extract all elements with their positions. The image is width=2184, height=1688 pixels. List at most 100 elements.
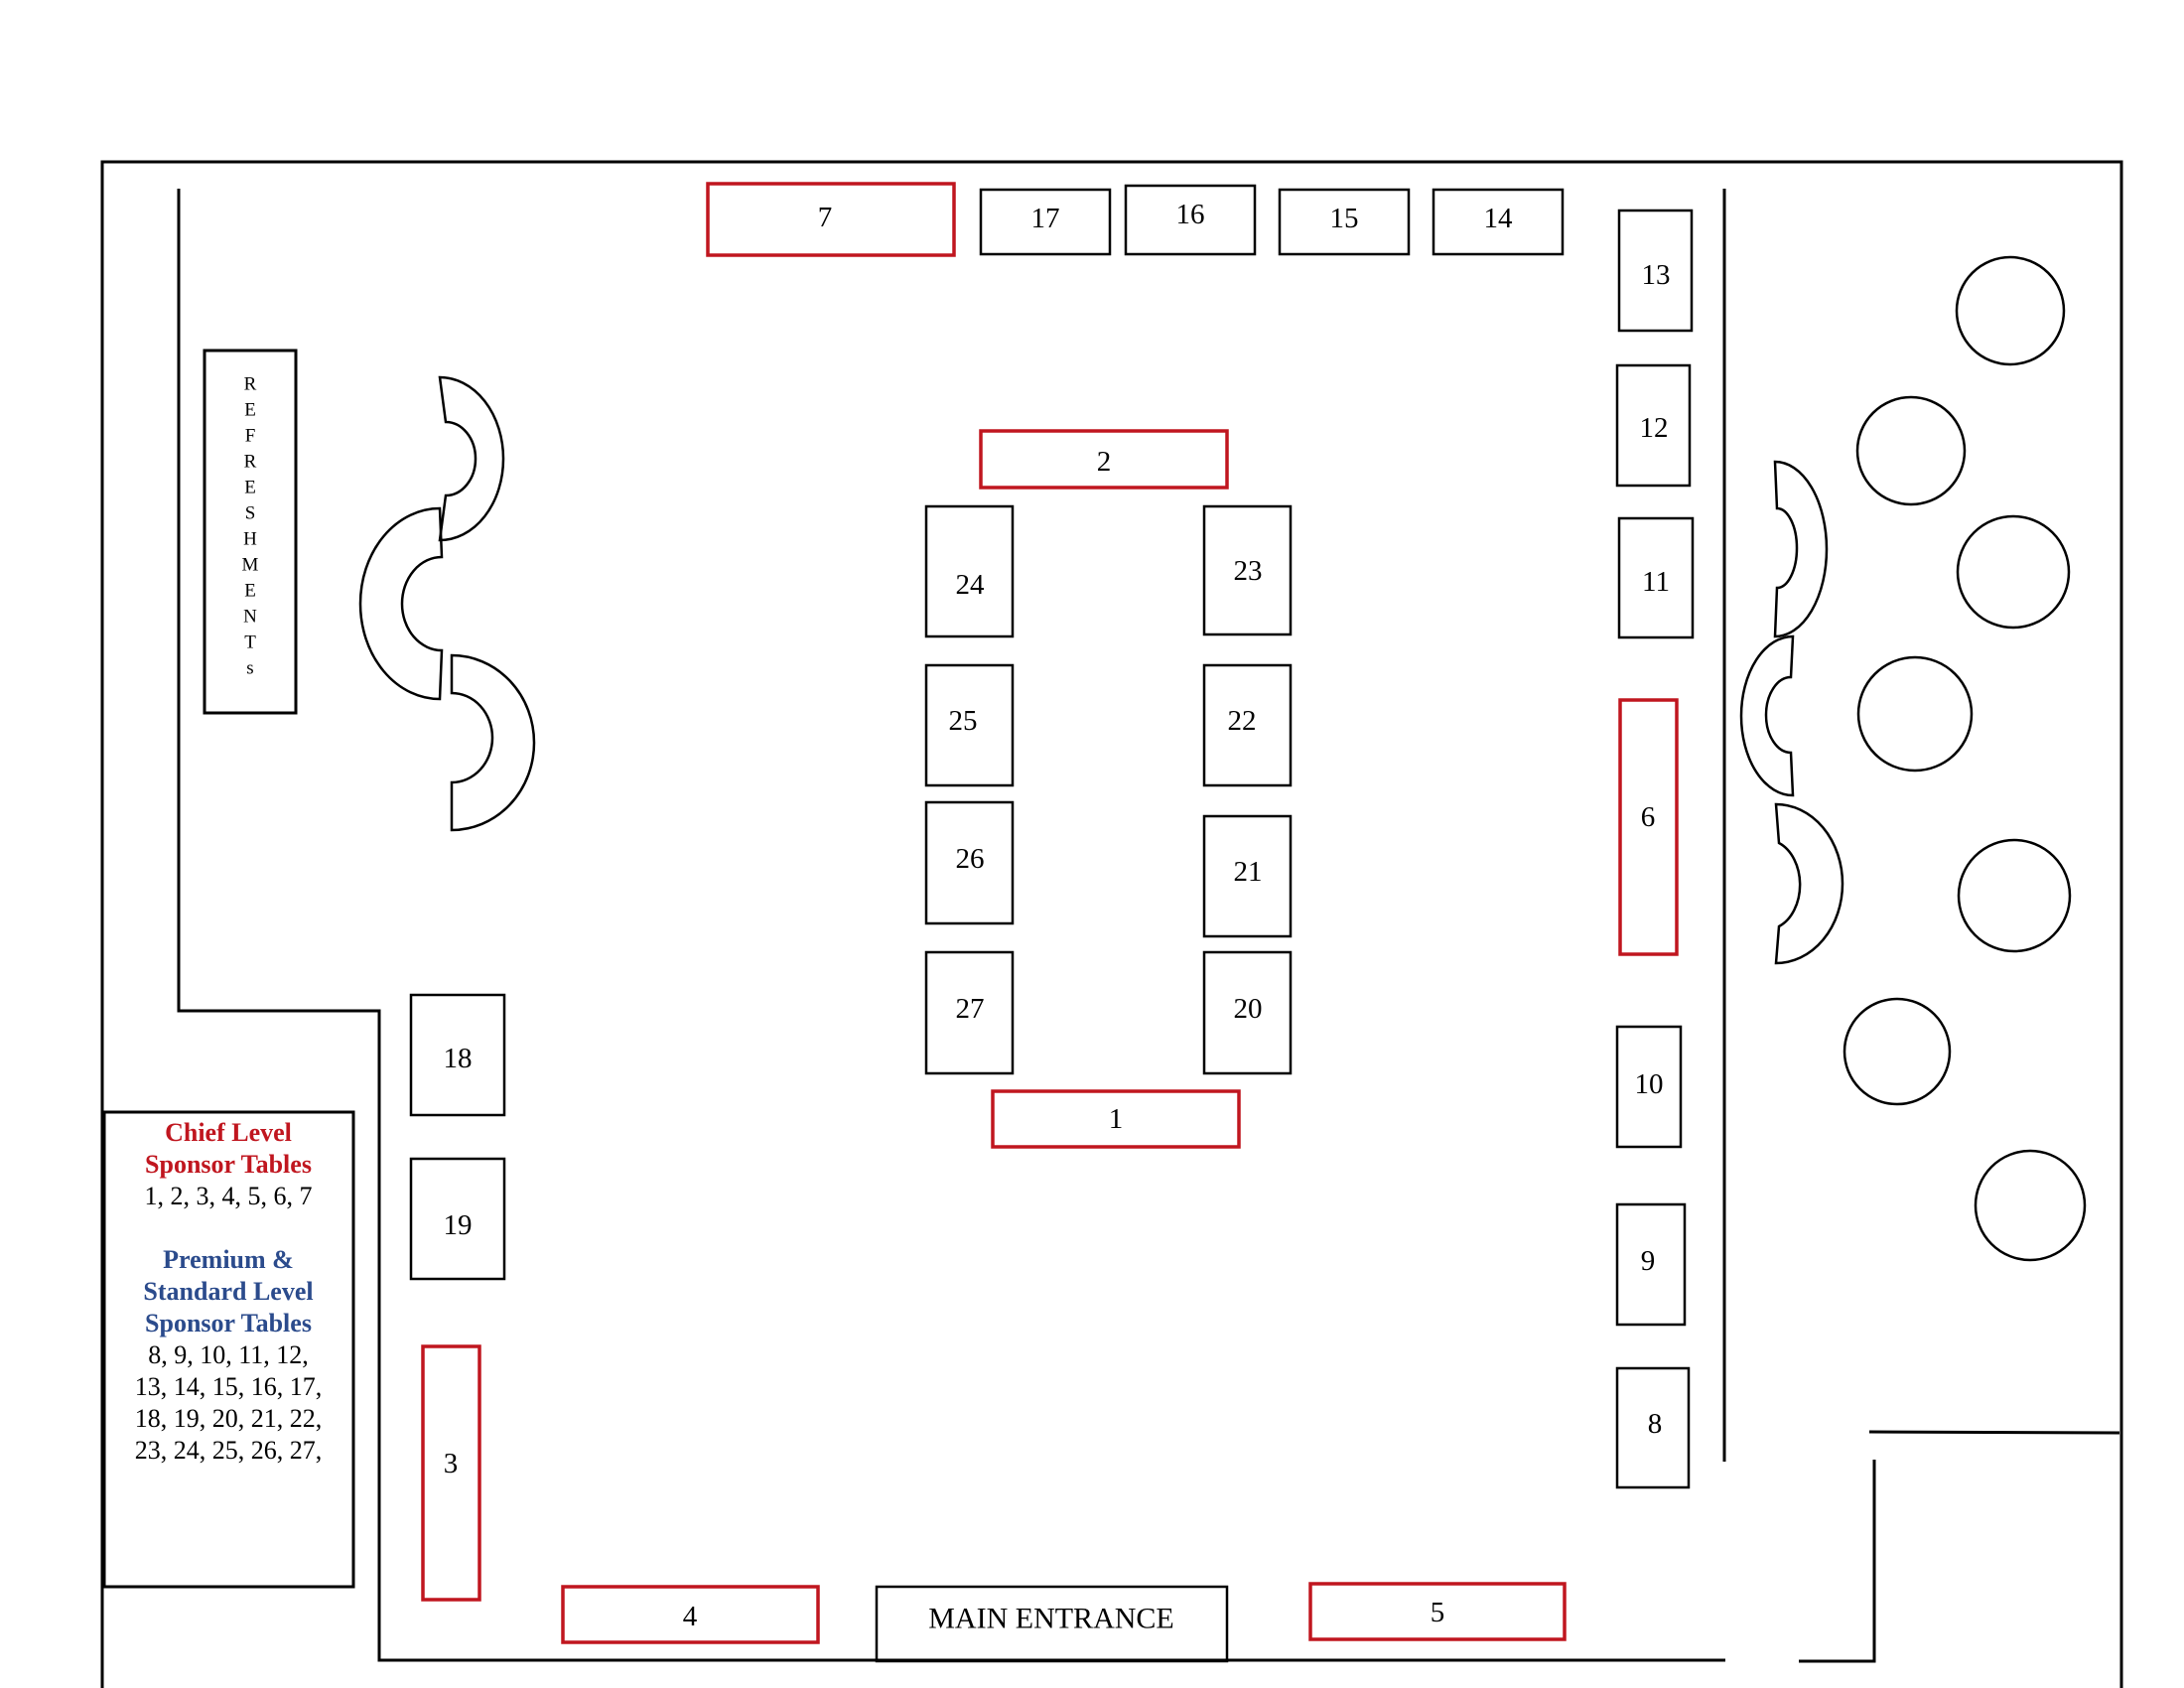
table-16[interactable]: 16 <box>1124 184 1257 256</box>
half-round-table <box>1774 802 1844 965</box>
table-24[interactable]: 24 <box>924 504 1015 638</box>
refreshments-letter: N <box>243 607 257 628</box>
table-7[interactable]: 7 <box>706 182 956 257</box>
table-15-outline <box>1278 188 1411 256</box>
table-14[interactable]: 14 <box>1432 188 1565 256</box>
round-table <box>1855 395 1967 506</box>
table-23-outline <box>1202 504 1293 636</box>
table-17-label: 17 <box>1031 203 1060 234</box>
round-table <box>1955 255 2066 366</box>
table-24-label: 24 <box>956 569 986 601</box>
legend-premium-title: Premium & <box>163 1245 294 1274</box>
legend-premium-tables-line: 8, 9, 10, 11, 12, <box>148 1340 309 1369</box>
table-17[interactable]: 17 <box>979 188 1112 256</box>
table-8[interactable]: 8 <box>1615 1366 1691 1489</box>
refreshments-letter: R <box>244 452 257 473</box>
refreshments-letter: T <box>244 633 256 653</box>
table-11-outline <box>1617 516 1695 639</box>
table-15-label: 15 <box>1330 203 1359 234</box>
table-5-label: 5 <box>1431 1597 1445 1628</box>
legend-box <box>102 1110 355 1589</box>
table-9-outline <box>1615 1202 1687 1327</box>
table-18[interactable]: 18 <box>409 993 506 1117</box>
table-12-label: 12 <box>1640 412 1669 444</box>
table-19-outline <box>409 1157 506 1281</box>
legend-premium-heading: Sponsor Tables <box>145 1309 312 1337</box>
table-26-outline <box>924 800 1015 925</box>
table-27[interactable]: 27 <box>924 950 1015 1075</box>
table-4-label: 4 <box>683 1601 698 1632</box>
walls <box>177 189 2120 1663</box>
table-7-label: 7 <box>818 202 833 233</box>
table-12-outline <box>1615 363 1692 488</box>
table-1-outline <box>991 1089 1241 1149</box>
table-8-outline <box>1615 1366 1691 1489</box>
table-10-outline <box>1615 1025 1683 1149</box>
half-round-table <box>450 653 536 832</box>
legend-premium-tables-line: 13, 14, 15, 16, 17, <box>135 1372 323 1401</box>
legend-premium-subtitle: Standard Level <box>143 1277 313 1306</box>
left-wall <box>177 189 1725 1662</box>
table-20-label: 20 <box>1234 993 1263 1025</box>
legend-chief-title: Chief Level <box>165 1118 292 1147</box>
table-16-label: 16 <box>1176 199 1205 230</box>
table-25-label: 25 <box>949 705 978 737</box>
table-9[interactable]: 9 <box>1615 1202 1687 1327</box>
sponsor-tables: 1 2 3 4 5 6 7 8 <box>409 182 1695 1644</box>
table-26[interactable]: 26 <box>924 800 1015 925</box>
round-table <box>1856 655 1974 773</box>
table-19[interactable]: 19 <box>409 1157 506 1281</box>
table-16-outline <box>1124 184 1257 256</box>
table-13-label: 13 <box>1642 259 1671 291</box>
round-table <box>1956 514 2071 630</box>
table-18-outline <box>409 993 506 1117</box>
table-21[interactable]: 21 <box>1202 814 1293 938</box>
table-6-outline <box>1618 698 1679 956</box>
table-13[interactable]: 13 <box>1617 209 1694 333</box>
round-table <box>1974 1149 2087 1262</box>
table-2[interactable]: 2 <box>979 429 1229 490</box>
main-entrance-box <box>875 1585 1229 1663</box>
legend-chief-subtitle: Sponsor Tables <box>145 1150 312 1179</box>
table-12[interactable]: 12 <box>1615 363 1692 488</box>
table-1[interactable]: 1 <box>991 1089 1241 1149</box>
table-15[interactable]: 15 <box>1278 188 1411 256</box>
table-26-label: 26 <box>956 843 985 875</box>
table-4-outline <box>561 1585 820 1644</box>
refreshments-letter: E <box>244 581 256 602</box>
table-21-outline <box>1202 814 1293 938</box>
outer-border <box>100 160 2123 1688</box>
table-3[interactable]: 3 <box>421 1344 481 1602</box>
refreshments-letter: R <box>244 374 257 395</box>
table-22[interactable]: 22 <box>1202 663 1293 787</box>
half-round-table <box>1739 634 1795 797</box>
legend-premium-tables-line: 18, 19, 20, 21, 22, <box>135 1404 323 1433</box>
refreshments-letter: S <box>245 503 256 524</box>
table-5[interactable]: 5 <box>1308 1582 1567 1641</box>
main-entrance-label: MAIN ENTRANCE <box>928 1603 1174 1635</box>
refreshments-letter: E <box>244 400 256 421</box>
main-entrance[interactable]: MAIN ENTRANCE <box>875 1585 1229 1663</box>
table-6[interactable]: 6 <box>1618 698 1679 956</box>
table-21-label: 21 <box>1234 856 1263 888</box>
table-4[interactable]: 4 <box>561 1585 820 1644</box>
legend-premium-tables-line: 23, 24, 25, 26, 27, <box>135 1436 323 1465</box>
half-round-table <box>438 375 505 542</box>
table-10[interactable]: 10 <box>1615 1025 1683 1149</box>
table-23[interactable]: 23 <box>1202 504 1293 636</box>
table-2-outline <box>979 429 1229 490</box>
table-19-label: 19 <box>444 1209 473 1241</box>
table-1-label: 1 <box>1109 1103 1124 1135</box>
table-24-outline <box>924 504 1015 638</box>
table-20-outline <box>1202 950 1293 1075</box>
table-14-outline <box>1432 188 1565 256</box>
table-11[interactable]: 11 <box>1617 516 1695 639</box>
table-20[interactable]: 20 <box>1202 950 1293 1075</box>
table-25[interactable]: 25 <box>924 663 1015 787</box>
table-3-outline <box>421 1344 481 1602</box>
refreshments-letter: H <box>243 529 257 550</box>
half-round-table <box>1773 460 1829 638</box>
table-11-label: 11 <box>1642 566 1670 598</box>
